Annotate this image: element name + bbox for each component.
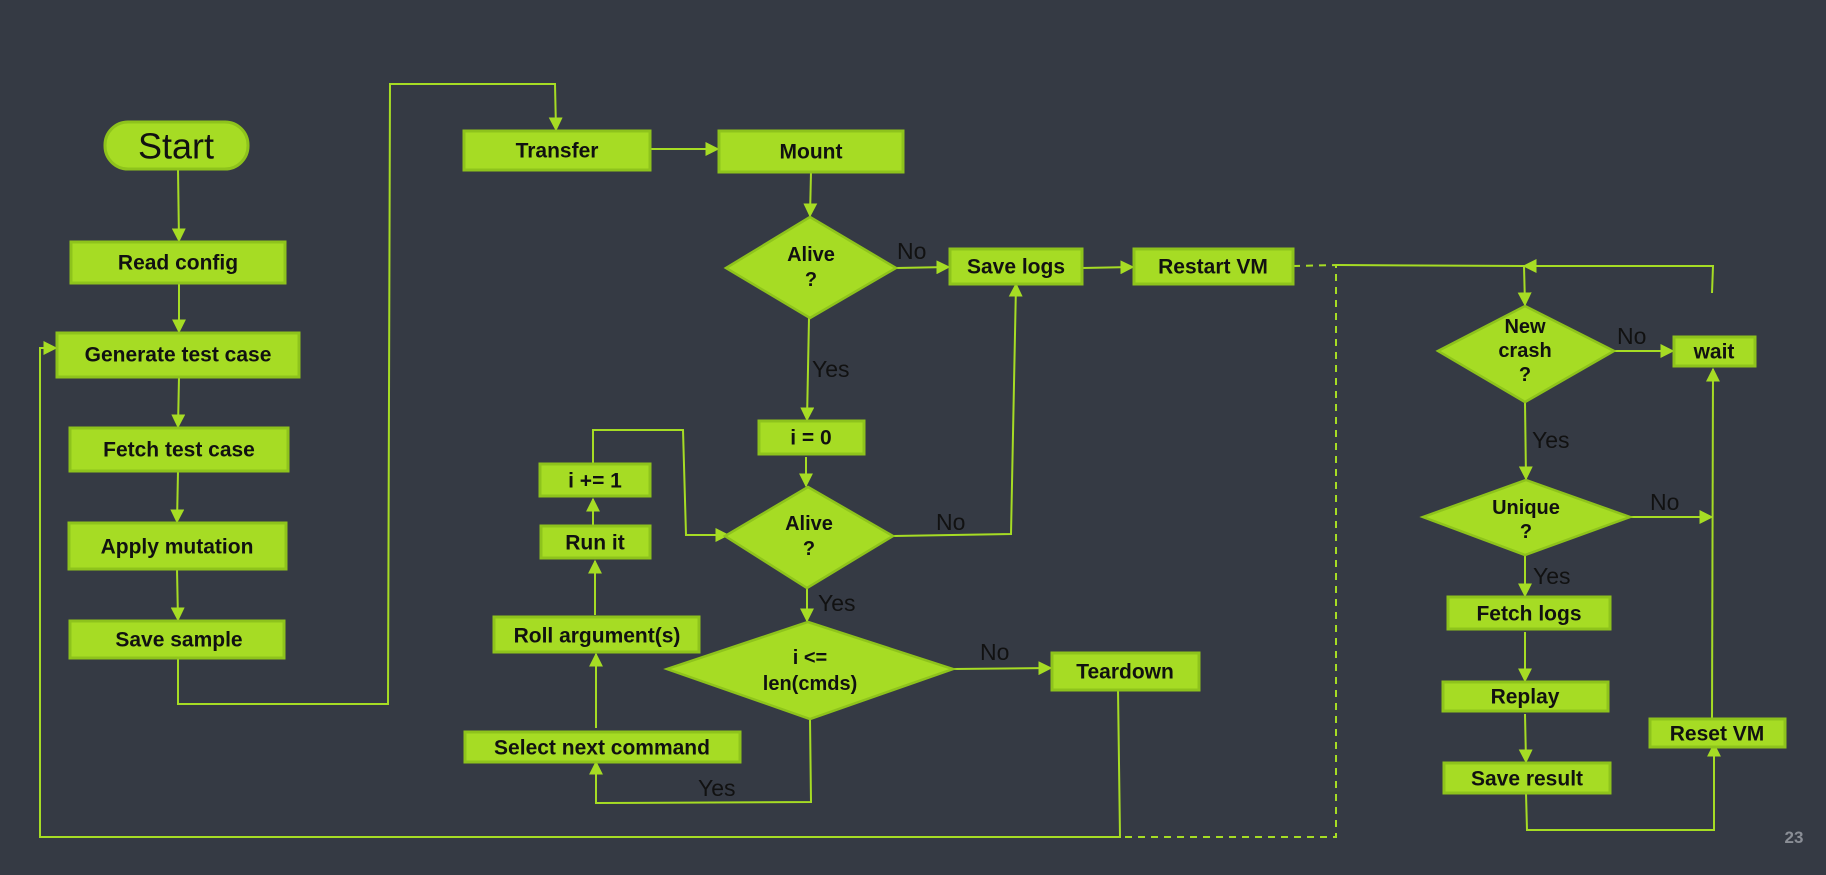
- node-select-next-command-label: Select next command: [494, 737, 710, 760]
- edge-label-cmds-no: No: [980, 639, 1009, 665]
- edge-label-alive2-no: No: [936, 509, 965, 535]
- page-number: 23: [1785, 828, 1804, 847]
- node-save-logs-label: Save logs: [967, 256, 1065, 279]
- node-alive-2: Alive ?: [722, 485, 896, 590]
- edge-label-cmds-yes: Yes: [698, 775, 736, 801]
- node-unique: Unique ?: [1419, 478, 1634, 557]
- edge-savesample-transfer: [177, 83, 563, 705]
- node-alive-1: Alive ?: [723, 215, 899, 320]
- edge-label-unique-yes: Yes: [1533, 563, 1571, 589]
- node-transfer: Transfer: [462, 129, 652, 172]
- edge-saveresult-resetvm: [1525, 742, 1721, 831]
- node-unique-label-1: Unique: [1492, 497, 1560, 519]
- node-reset-vm: Reset VM: [1648, 717, 1787, 749]
- edge-alive1-izero: [800, 317, 815, 422]
- node-alive-1-label-1: Alive: [787, 244, 835, 266]
- node-teardown-label: Teardown: [1076, 661, 1174, 684]
- node-fetch-logs: Fetch logs: [1446, 595, 1612, 631]
- node-new-crash-label-1: New: [1504, 316, 1546, 338]
- edge-savelogs-restartvm: [1081, 260, 1135, 275]
- node-start: Start: [103, 120, 250, 171]
- node-teardown: Teardown: [1050, 651, 1201, 692]
- edge-label-alive2-yes: Yes: [818, 590, 856, 616]
- edge-cmds-selectnext: [589, 718, 813, 805]
- node-unique-label-2: ?: [1520, 521, 1532, 543]
- node-read-config-label: Read config: [118, 252, 238, 275]
- edge-cmds-teardown: [952, 661, 1053, 676]
- edge-label-alive1-yes: Yes: [812, 356, 850, 382]
- node-i-le-len-cmds-label-2: len(cmds): [763, 673, 857, 695]
- node-save-result: Save result: [1442, 761, 1612, 795]
- edge-resetvm-wait: [1705, 367, 1720, 720]
- node-i-zero: i = 0: [757, 419, 866, 456]
- node-alive-2-label-1: Alive: [785, 513, 833, 535]
- node-wait-label: wait: [1693, 341, 1735, 364]
- node-i-plus-label: i += 1: [568, 470, 622, 493]
- node-start-label: Start: [138, 126, 214, 167]
- edge-start-readconfig: [171, 168, 186, 243]
- node-generate-test-case-label: Generate test case: [85, 344, 272, 367]
- node-run-it: Run it: [539, 524, 652, 560]
- node-fetch-test-case: Fetch test case: [68, 426, 290, 473]
- node-run-it-label: Run it: [565, 532, 624, 555]
- node-roll-arguments-label: Roll argument(s): [514, 625, 681, 648]
- edge-fetch-apply: [170, 470, 185, 524]
- node-save-result-label: Save result: [1471, 768, 1583, 791]
- node-save-sample-label: Save sample: [115, 629, 242, 652]
- edge-iplus-alive2: [592, 429, 730, 542]
- edge-alive2-savelogs: [892, 282, 1023, 537]
- node-new-crash-label-3: ?: [1519, 364, 1531, 386]
- edge-teardown-generate: [39, 341, 1122, 838]
- node-apply-mutation-label: Apply mutation: [101, 536, 254, 559]
- node-mount-label: Mount: [780, 141, 843, 164]
- node-select-next-command: Select next command: [463, 730, 742, 764]
- edge-replay-saveresult: [1518, 713, 1533, 764]
- node-replay: Replay: [1441, 680, 1610, 713]
- node-i-le-len-cmds: i <= len(cmds): [663, 620, 957, 721]
- node-replay-label: Replay: [1491, 686, 1560, 709]
- edge-wait-newcrash: [1522, 259, 1715, 294]
- node-alive-1-label-2: ?: [805, 269, 817, 291]
- node-save-sample: Save sample: [68, 619, 286, 660]
- node-i-plus: i += 1: [538, 462, 652, 498]
- edge-newcrash-unique: [1518, 401, 1533, 481]
- node-new-crash: New crash ?: [1435, 304, 1617, 404]
- node-alive-2-label-2: ?: [803, 538, 815, 560]
- edge-label-unique-no: No: [1650, 489, 1679, 515]
- node-i-le-len-cmds-label-1: i <=: [793, 647, 827, 669]
- node-apply-mutation: Apply mutation: [67, 521, 288, 571]
- edge-labels: No Yes No Yes No Yes No Yes No Yes: [698, 238, 1679, 801]
- node-transfer-label: Transfer: [516, 140, 599, 163]
- node-restart-vm-label: Restart VM: [1158, 256, 1268, 279]
- edge-alive1-savelogs: [895, 260, 951, 275]
- edge-mount-alive1: [803, 171, 818, 218]
- node-i-zero-label: i = 0: [790, 427, 831, 450]
- node-roll-arguments: Roll argument(s): [492, 615, 701, 654]
- edge-label-crash-no: No: [1617, 323, 1646, 349]
- dashed-link: [1121, 263, 1337, 838]
- node-read-config: Read config: [69, 240, 287, 285]
- node-reset-vm-label: Reset VM: [1670, 723, 1765, 746]
- node-save-logs: Save logs: [948, 247, 1084, 286]
- node-wait: wait: [1672, 335, 1757, 368]
- edge-apply-savesample: [170, 568, 185, 622]
- edge-label-crash-yes: Yes: [1532, 427, 1570, 453]
- edge-restart-newcrash: [1335, 264, 1532, 307]
- node-new-crash-label-2: crash: [1498, 340, 1551, 362]
- edge-generate-fetch: [171, 376, 186, 429]
- node-fetch-test-case-label: Fetch test case: [103, 439, 255, 462]
- connectors: [39, 83, 1721, 838]
- node-restart-vm: Restart VM: [1132, 247, 1295, 286]
- edge-label-alive1-no: No: [897, 238, 926, 264]
- node-generate-test-case: Generate test case: [55, 331, 301, 379]
- node-mount: Mount: [717, 129, 905, 174]
- node-fetch-logs-label: Fetch logs: [1476, 603, 1581, 626]
